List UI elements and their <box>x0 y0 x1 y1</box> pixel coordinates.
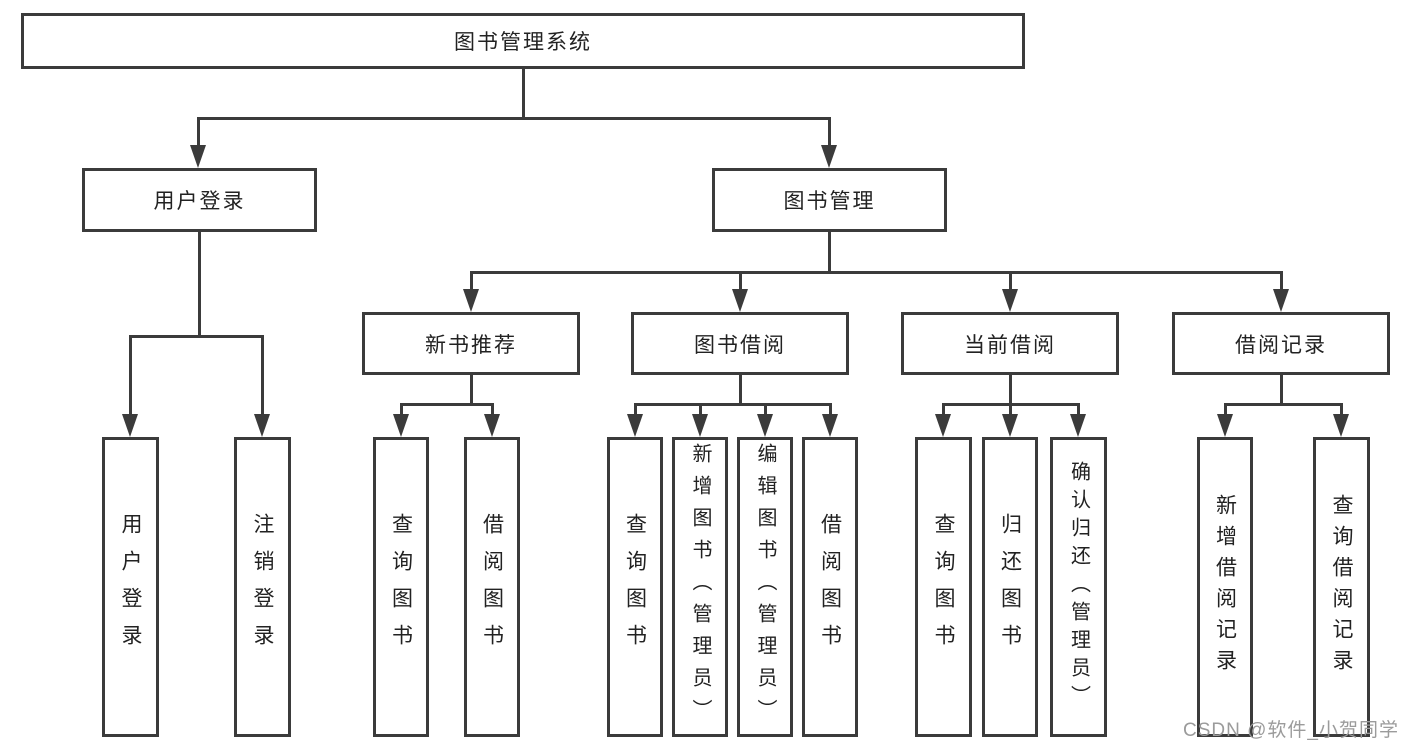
leaf-label: 借阅图书 <box>480 513 504 661</box>
connector-line-vertical <box>128 335 132 417</box>
connector-line-vertical <box>827 117 831 148</box>
connector-line-horizontal <box>469 270 1283 274</box>
node-label: 图书管理系统 <box>454 31 592 54</box>
leaf-add-borrow-record: 新增借阅记录 <box>1197 437 1253 737</box>
leaf-query-borrow-record: 查询借阅记录 <box>1313 437 1370 737</box>
leaf-label: 查询图书 <box>932 513 955 661</box>
connector-line-vertical <box>828 403 832 417</box>
connector-line-vertical <box>1279 375 1283 406</box>
leaf-user-login: 用户登录 <box>102 437 159 737</box>
leaf-borrow-books: 借阅图书 <box>802 437 858 737</box>
leaf-label: 编辑图书（管理员） <box>754 443 776 731</box>
arrowhead-down-icon <box>484 414 500 437</box>
arrowhead-down-icon <box>757 414 773 437</box>
connector-line-vertical <box>941 403 945 417</box>
connector-line-vertical <box>1008 375 1012 406</box>
leaf-label: 查询图书 <box>623 513 647 661</box>
arrowhead-down-icon <box>1333 414 1349 437</box>
arrowhead-down-icon <box>1217 414 1233 437</box>
connector-line-vertical <box>827 232 831 274</box>
node-label: 用户登录 <box>153 190 246 213</box>
leaf-label: 查询图书 <box>389 513 413 661</box>
arrowhead-down-icon <box>1070 414 1086 437</box>
connector-line-vertical <box>633 403 637 417</box>
leaf-label: 归还图书 <box>998 513 1022 661</box>
connector-line-horizontal <box>941 402 1080 406</box>
csdn-watermark: CSDN @软件_小贺同学 <box>1183 720 1399 741</box>
connector-line-vertical <box>698 403 702 417</box>
node-current-borrowing: 当前借阅 <box>901 312 1119 375</box>
arrowhead-down-icon <box>732 289 748 312</box>
node-label: 图书借阅 <box>694 333 786 357</box>
leaf-label: 注销登录 <box>251 513 274 661</box>
leaf-logout: 注销登录 <box>234 437 291 737</box>
connector-line-vertical <box>196 117 200 148</box>
connector-line-vertical <box>1339 403 1343 417</box>
arrowhead-down-icon <box>393 414 409 437</box>
leaf-query-books: 查询图书 <box>915 437 972 737</box>
arrowhead-down-icon <box>692 414 708 437</box>
node-user-login: 用户登录 <box>82 168 317 232</box>
leaf-label: 新增借阅记录 <box>1213 494 1237 680</box>
connector-line-vertical <box>469 271 473 292</box>
node-borrowing-records: 借阅记录 <box>1172 312 1390 375</box>
connector-line-horizontal <box>633 402 832 406</box>
connector-line-vertical <box>738 375 742 406</box>
node-label: 当前借阅 <box>964 333 1056 357</box>
leaf-edit-book-admin: 编辑图书（管理员） <box>737 437 793 737</box>
leaf-query-books: 查询图书 <box>373 437 429 737</box>
node-root-library-system: 图书管理系统 <box>21 13 1025 69</box>
connector-line-vertical <box>399 403 403 417</box>
arrowhead-down-icon <box>190 145 206 168</box>
leaf-return-books: 归还图书 <box>982 437 1038 737</box>
leaf-label: 查询借阅记录 <box>1330 494 1353 680</box>
connector-line-vertical <box>763 403 767 417</box>
arrowhead-down-icon <box>254 414 270 437</box>
node-label: 新书推荐 <box>425 333 517 357</box>
arrowhead-down-icon <box>821 145 837 168</box>
connector-line-vertical <box>1008 271 1012 292</box>
arrowhead-down-icon <box>935 414 951 437</box>
connector-line-horizontal <box>128 334 264 338</box>
connector-line-vertical <box>1076 403 1080 417</box>
leaf-label: 新增图书（管理员） <box>689 443 711 731</box>
connector-line-vertical <box>490 403 494 417</box>
connector-line-vertical <box>521 69 525 120</box>
leaf-borrow-books: 借阅图书 <box>464 437 520 737</box>
leaf-label: 确认归还（管理员） <box>1067 461 1090 713</box>
arrowhead-down-icon <box>1273 289 1289 312</box>
connector-line-vertical <box>260 335 264 417</box>
node-label: 借阅记录 <box>1235 333 1327 357</box>
leaf-query-books: 查询图书 <box>607 437 663 737</box>
connector-line-horizontal <box>196 116 831 120</box>
arrowhead-down-icon <box>822 414 838 437</box>
arrowhead-down-icon <box>122 414 138 437</box>
connector-line-vertical <box>738 271 742 292</box>
arrowhead-down-icon <box>463 289 479 312</box>
arrowhead-down-icon <box>627 414 643 437</box>
connector-line-vertical <box>1008 403 1012 417</box>
node-book-borrowing: 图书借阅 <box>631 312 849 375</box>
arrowhead-down-icon <box>1002 289 1018 312</box>
connector-line-vertical <box>197 232 201 337</box>
node-new-book-recommend: 新书推荐 <box>362 312 580 375</box>
leaf-label: 借阅图书 <box>818 513 842 661</box>
connector-line-vertical <box>469 375 473 406</box>
connector-line-vertical <box>1223 403 1227 417</box>
arrowhead-down-icon <box>1002 414 1018 437</box>
connector-line-horizontal <box>399 402 494 406</box>
leaf-label: 用户登录 <box>119 513 142 661</box>
connector-line-horizontal <box>1223 402 1343 406</box>
node-label: 图书管理 <box>783 190 876 213</box>
leaf-add-book-admin: 新增图书（管理员） <box>672 437 728 737</box>
leaf-confirm-return-admin: 确认归还（管理员） <box>1050 437 1107 737</box>
connector-line-vertical <box>1279 271 1283 292</box>
node-book-management: 图书管理 <box>712 168 947 232</box>
